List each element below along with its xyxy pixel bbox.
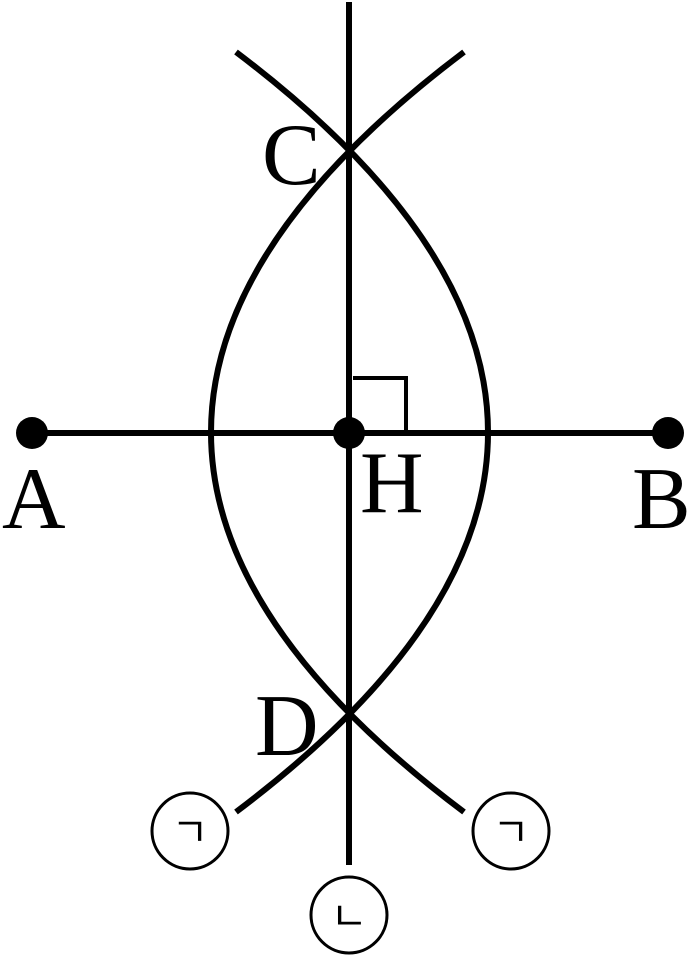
- label-h: H: [360, 435, 424, 532]
- label-c: C: [262, 107, 321, 204]
- marker-arc-right: ㄱ: [471, 791, 551, 871]
- point-a-dot: [16, 417, 48, 449]
- marker-bisector: ㄴ: [309, 875, 389, 955]
- svg-text:ㄱ: ㄱ: [172, 810, 209, 856]
- svg-text:ㄱ: ㄱ: [493, 810, 530, 856]
- arc-right: [234, 49, 491, 815]
- right-angle-marker: [353, 376, 408, 431]
- label-b: B: [632, 451, 691, 548]
- label-d: D: [255, 678, 319, 775]
- point-b-dot: [652, 417, 684, 449]
- arc-left: [208, 49, 466, 815]
- point-h-dot: [333, 417, 365, 449]
- svg-text:ㄴ: ㄴ: [331, 894, 368, 940]
- marker-arc-left: ㄱ: [150, 791, 230, 871]
- label-a: A: [2, 451, 66, 548]
